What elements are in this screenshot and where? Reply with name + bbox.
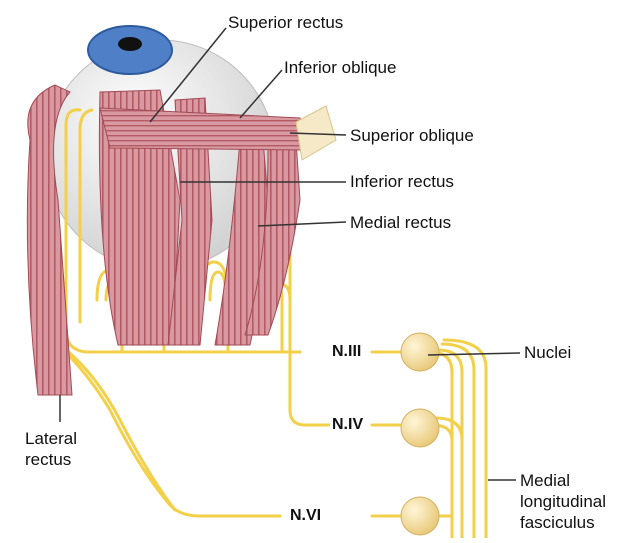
label-n3: N.III bbox=[330, 343, 363, 361]
label-medial-longitudinal-fasciculus: Medial longitudinal fasciculus bbox=[520, 470, 606, 533]
nucleus-n3 bbox=[401, 333, 439, 371]
label-superior-oblique: Superior oblique bbox=[350, 126, 474, 145]
label-lateral-rectus: Lateral rectus bbox=[25, 428, 77, 470]
label-medial-rectus: Medial rectus bbox=[350, 213, 451, 232]
nucleus-n6 bbox=[401, 497, 439, 535]
label-n6: N.VI bbox=[288, 507, 323, 525]
superior-oblique-muscle bbox=[100, 108, 305, 150]
label-inferior-rectus: Inferior rectus bbox=[350, 172, 454, 191]
nucleus-n4 bbox=[401, 409, 439, 447]
pupil bbox=[118, 37, 142, 51]
label-n4: N.IV bbox=[330, 416, 365, 434]
label-nuclei: Nuclei bbox=[524, 343, 571, 362]
label-inferior-oblique: Inferior oblique bbox=[284, 58, 396, 77]
label-superior-rectus: Superior rectus bbox=[228, 13, 343, 32]
